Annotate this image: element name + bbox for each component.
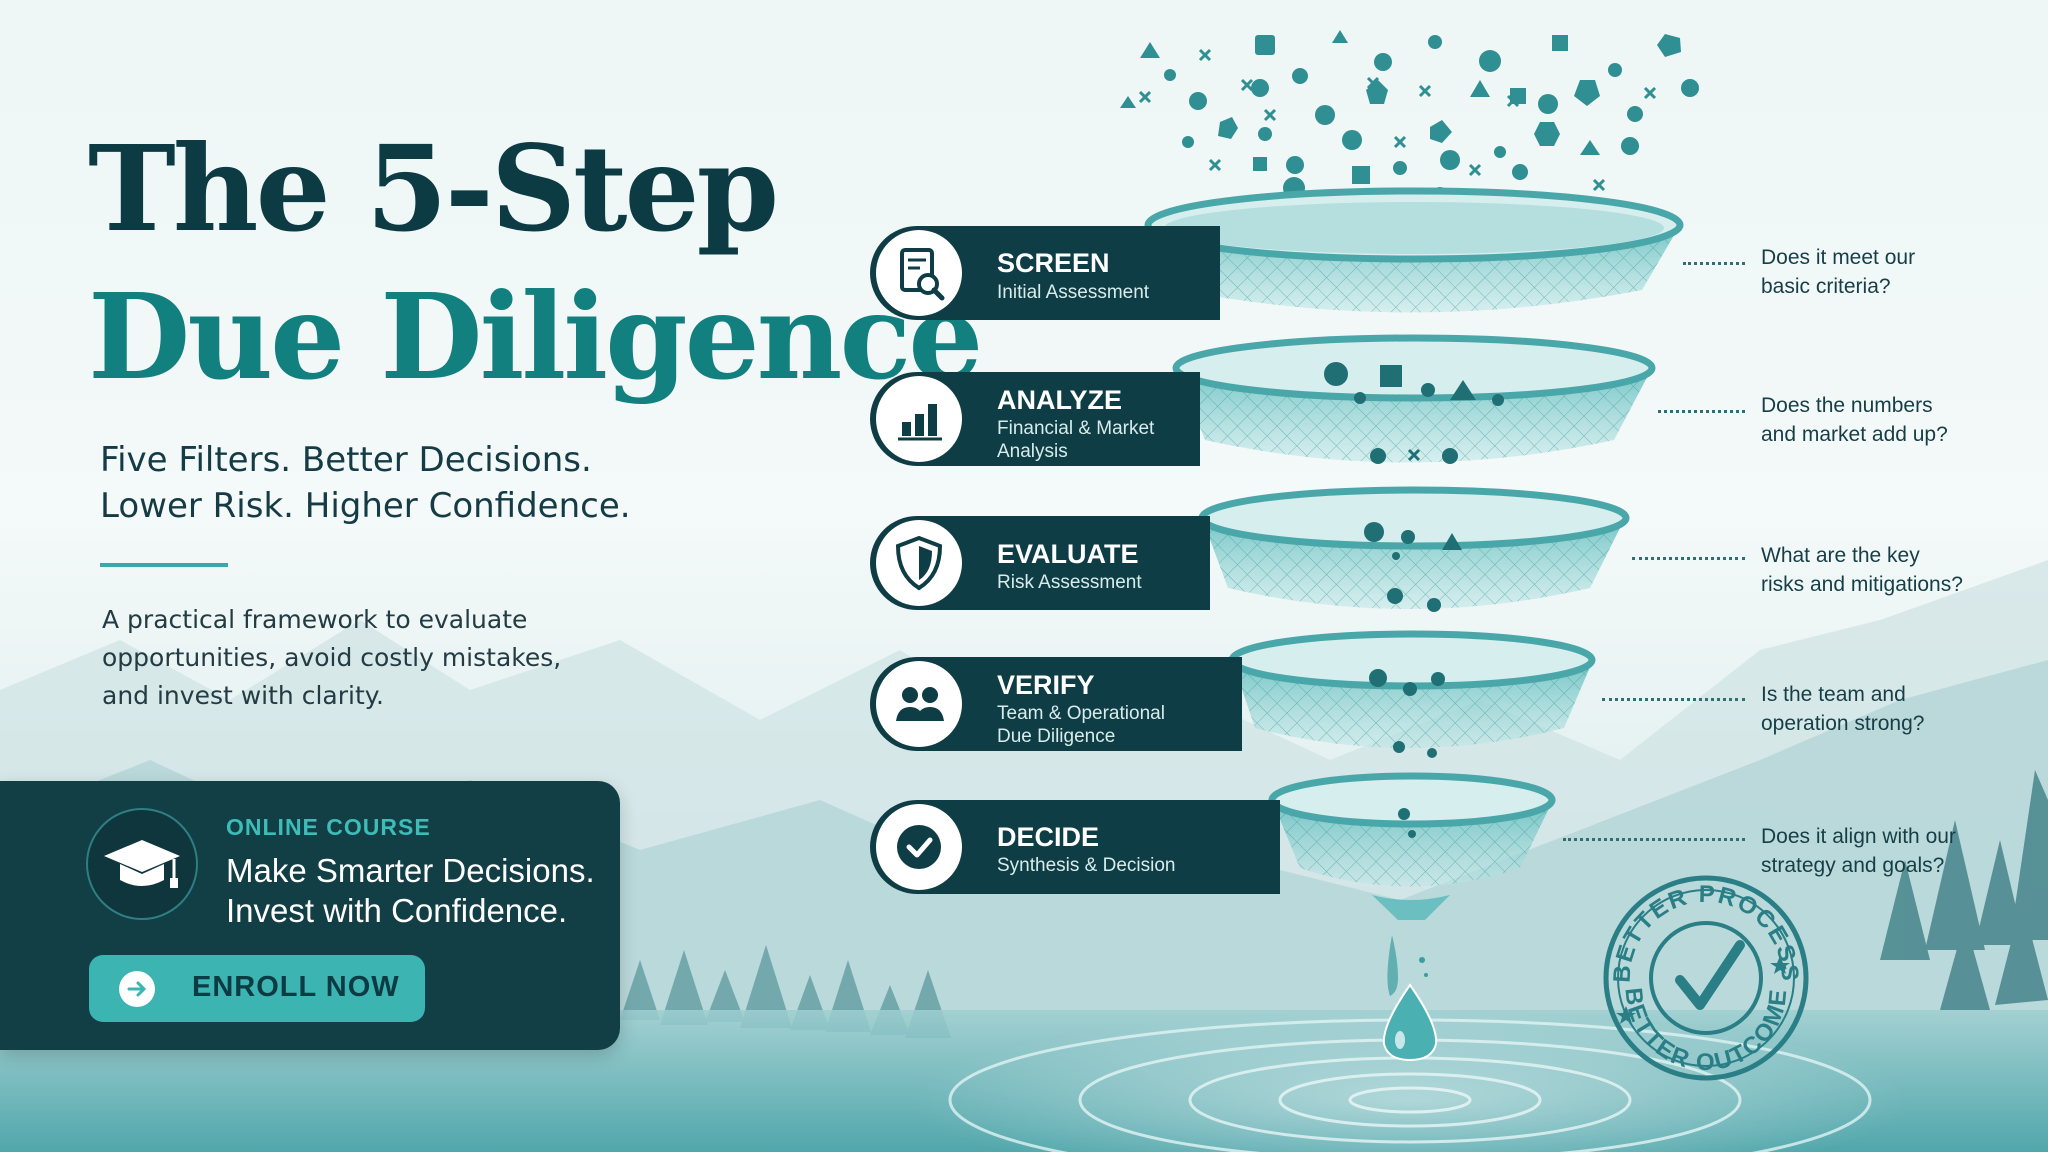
accent-divider [100,563,228,567]
description-line-3: and invest with clarity. [102,681,384,710]
description-line-1: A practical framework to evaluate [102,605,528,634]
step-decide-title: DECIDE [997,822,1100,852]
step-screen-subtitle: Initial Assessment [997,282,1150,303]
title-line-1: The 5-Step [88,119,779,258]
step-screen-title: SCREEN [997,248,1110,278]
course-headline-1: Make Smarter Decisions. [226,852,595,889]
step-analyze-subtitle-2: Analysis [997,441,1068,462]
step-screen-question-1: Does it meet our [1761,246,1916,269]
arrow-right-icon [119,971,155,1007]
course-headline-2: Invest with Confidence. [226,892,568,929]
step-evaluate-question-1: What are the key [1761,544,1920,567]
course-tag: ONLINE COURSE [226,814,431,840]
enroll-now-label: ENROLL NOW [192,971,400,1003]
subtitle-line-1: Five Filters. Better Decisions. [100,440,592,480]
forest-right [1880,770,2048,1010]
step-verify-subtitle-2: Due Diligence [997,726,1116,747]
step-evaluate-question-2: risks and mitigations? [1761,573,1963,596]
water-droplet [1382,935,1438,1062]
step-analyze-question-1: Does the numbers [1761,394,1933,417]
shield-icon [876,520,962,606]
question-connector [1602,698,1745,701]
enroll-now-button[interactable]: ENROLL NOW [89,955,425,1022]
filter-bowl-2 [1172,334,1656,463]
step-decide-question-1: Does it align with our [1761,825,1956,848]
step-decide-subtitle: Synthesis & Decision [997,855,1176,876]
step-analyze-subtitle-1: Financial & Market [997,418,1155,439]
checkmark-icon [876,804,962,890]
step-screen-question-2: basic criteria? [1761,275,1891,298]
filter-bowl-3 [1198,486,1630,609]
filtered-crosses [1407,448,1421,462]
question-connector [1632,557,1745,560]
step-evaluate-title: EVALUATE [997,539,1139,569]
team-icon [876,661,962,747]
step-verify-title: VERIFY [997,670,1095,700]
question-connector [1658,410,1745,413]
step-verify-question-2: operation strong? [1761,712,1925,735]
description-line-2: opportunities, avoid costly mistakes, [102,643,562,672]
filter-bowl-4 [1228,630,1596,748]
document-search-icon [876,230,962,316]
step-evaluate-subtitle: Risk Assessment [997,572,1142,593]
graduation-cap-icon [86,808,198,920]
step-analyze-question-2: and market add up? [1761,423,1948,446]
question-connector [1563,838,1745,841]
filter-bowl-1 [1144,187,1684,313]
step-decide-question-2: strategy and goals? [1761,854,1945,877]
step-analyze-title: ANALYZE [997,385,1123,415]
subtitle-line-2: Lower Risk. Higher Confidence. [100,486,631,526]
filtered-particles [1324,362,1504,838]
title-line-2: Due Diligence [88,267,983,406]
step-verify-question-1: Is the team and [1761,683,1906,706]
question-connector [1683,262,1745,265]
bar-chart-icon [876,376,962,462]
stamp-seal [1603,875,1809,1081]
filter-bowl-5 [1268,772,1556,920]
step-verify-subtitle-1: Team & Operational [997,703,1165,724]
